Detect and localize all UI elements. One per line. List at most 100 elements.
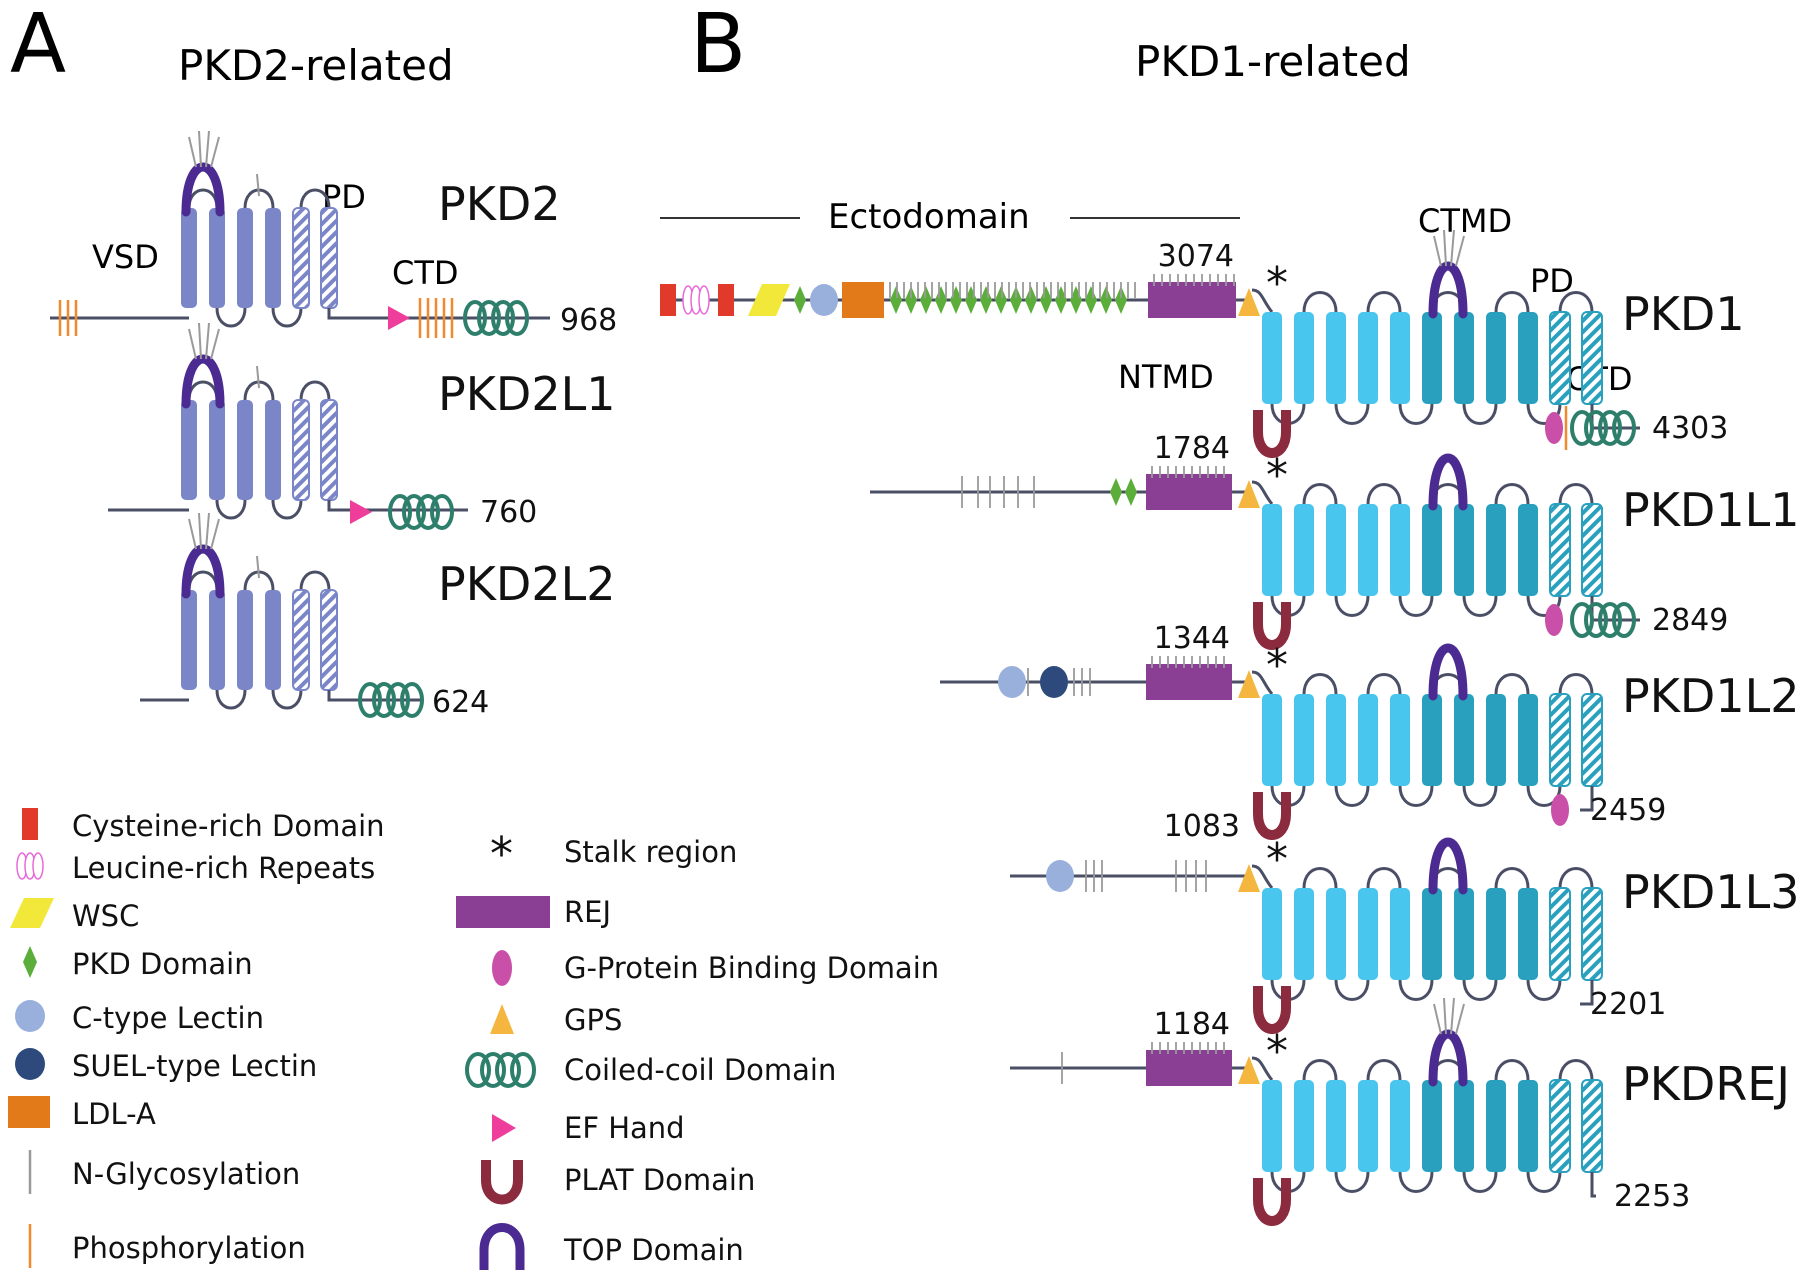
tm-loop xyxy=(1302,483,1338,505)
tm-helix xyxy=(1422,312,1442,404)
pkd-domain xyxy=(995,286,1007,314)
rej-icon xyxy=(456,896,550,928)
pkd1l3-name: PKD1L3 xyxy=(1622,865,1800,919)
gps-domain xyxy=(1238,670,1260,698)
tm-helix xyxy=(1486,694,1506,786)
suel-lectin-icon xyxy=(15,1048,45,1080)
pkd1-length: 4303 xyxy=(1652,411,1728,446)
legend-label: C-type Lectin xyxy=(72,1001,264,1035)
svg-text:*: * xyxy=(490,827,513,881)
tm-helix xyxy=(1422,888,1442,980)
g-protein-icon xyxy=(492,950,512,986)
pd-label-b: PD xyxy=(1530,262,1574,300)
tm-loop xyxy=(1558,483,1594,505)
tm-loop xyxy=(1398,979,1434,1001)
rej-domain xyxy=(1148,282,1236,318)
tm-loop xyxy=(1494,291,1530,313)
tm-loop xyxy=(1526,403,1562,425)
tm-loop xyxy=(1494,483,1530,505)
legend-item: WSC xyxy=(10,898,139,933)
c-terminus-line xyxy=(1590,1172,1596,1198)
pore-helix xyxy=(292,589,310,691)
coiled-coil-domain xyxy=(388,494,454,530)
tm-loop xyxy=(1558,1059,1594,1081)
leucine-rich-repeat xyxy=(698,285,710,315)
pkdrej-length: 2253 xyxy=(1614,1179,1690,1214)
n-glycosylation xyxy=(256,365,260,389)
pkd2l2-length: 624 xyxy=(432,685,489,720)
legend-item: Cysteine-rich Domain xyxy=(22,808,385,843)
tm-loop xyxy=(1526,785,1562,807)
tm-helix xyxy=(1326,1080,1346,1172)
top-domain xyxy=(1428,997,1468,1087)
tm-loop xyxy=(1366,483,1402,505)
tm-helix xyxy=(1454,888,1474,980)
gps-domain xyxy=(1238,864,1260,892)
tm-loop xyxy=(1494,1059,1530,1081)
tm-loop xyxy=(1302,1059,1338,1081)
tm-helix xyxy=(1358,694,1378,786)
legend-label: PLAT Domain xyxy=(564,1163,755,1197)
pkd2-length: 968 xyxy=(560,303,617,338)
vsd-helix xyxy=(265,590,281,690)
tm-helix xyxy=(1262,694,1282,786)
c-type-lectin xyxy=(1046,860,1074,892)
legend-item: N-Glycosylation xyxy=(28,1150,300,1194)
pkd1l2-length: 2459 xyxy=(1590,793,1666,828)
legend-item: *Stalk region xyxy=(490,827,737,881)
tm-loop xyxy=(271,689,303,710)
tm-helix xyxy=(1358,888,1378,980)
pkd1l1-name: PKD1L1 xyxy=(1622,483,1800,537)
tm-helix xyxy=(1454,312,1474,404)
pkd-domain xyxy=(1115,286,1127,314)
coiled-coil-domain xyxy=(358,682,424,718)
plat-domain xyxy=(1253,1178,1291,1226)
pore-helix xyxy=(320,589,338,691)
c-type-lectin-icon xyxy=(15,1000,45,1032)
tm-helix xyxy=(1454,504,1474,596)
legend-item: REJ xyxy=(456,895,611,929)
tm-loop xyxy=(1526,979,1562,1001)
top-domain xyxy=(181,322,225,409)
n-glycosylation xyxy=(256,173,260,197)
cysteine-rich-domain xyxy=(718,284,734,316)
ldl-a-domain xyxy=(842,282,884,318)
legend-item: SUEL-type Lectin xyxy=(15,1048,317,1083)
tm-loop xyxy=(215,499,247,520)
top-domain xyxy=(181,512,225,599)
cleavage-site-number: 3074 xyxy=(1158,239,1234,274)
tm-loop xyxy=(1526,595,1562,617)
tm-helix xyxy=(1262,1080,1282,1172)
ef-hand xyxy=(350,500,372,524)
top-domain xyxy=(1428,453,1468,511)
legend-item: Leucine-rich Repeats xyxy=(16,851,375,885)
vsd-helix xyxy=(265,400,281,500)
stalk-region-asterisk: * xyxy=(1266,640,1288,691)
tm-helix xyxy=(1422,1080,1442,1172)
tm-helix xyxy=(1358,1080,1378,1172)
tm-helix xyxy=(1422,694,1442,786)
vsd-label: VSD xyxy=(92,238,159,276)
tm-loop xyxy=(1398,1171,1434,1193)
plat-domain xyxy=(1253,410,1291,458)
legend-item: TOP Domain xyxy=(479,1223,744,1270)
wsc-domain xyxy=(748,284,790,316)
rej-domain xyxy=(1146,664,1232,700)
legend-label: Cysteine-rich Domain xyxy=(72,809,385,843)
tm-helix xyxy=(1390,888,1410,980)
top-domain xyxy=(1428,837,1468,895)
tm-loop xyxy=(1494,673,1530,695)
legend-label: EF Hand xyxy=(564,1111,685,1145)
vsd-helix xyxy=(237,400,253,500)
tm-loop xyxy=(1398,595,1434,617)
tm-helix xyxy=(1422,504,1442,596)
gps-icon xyxy=(490,1004,514,1034)
tm-loop xyxy=(215,689,247,710)
tm-helix xyxy=(1486,312,1506,404)
pkd1l2-name: PKD1L2 xyxy=(1622,669,1800,723)
